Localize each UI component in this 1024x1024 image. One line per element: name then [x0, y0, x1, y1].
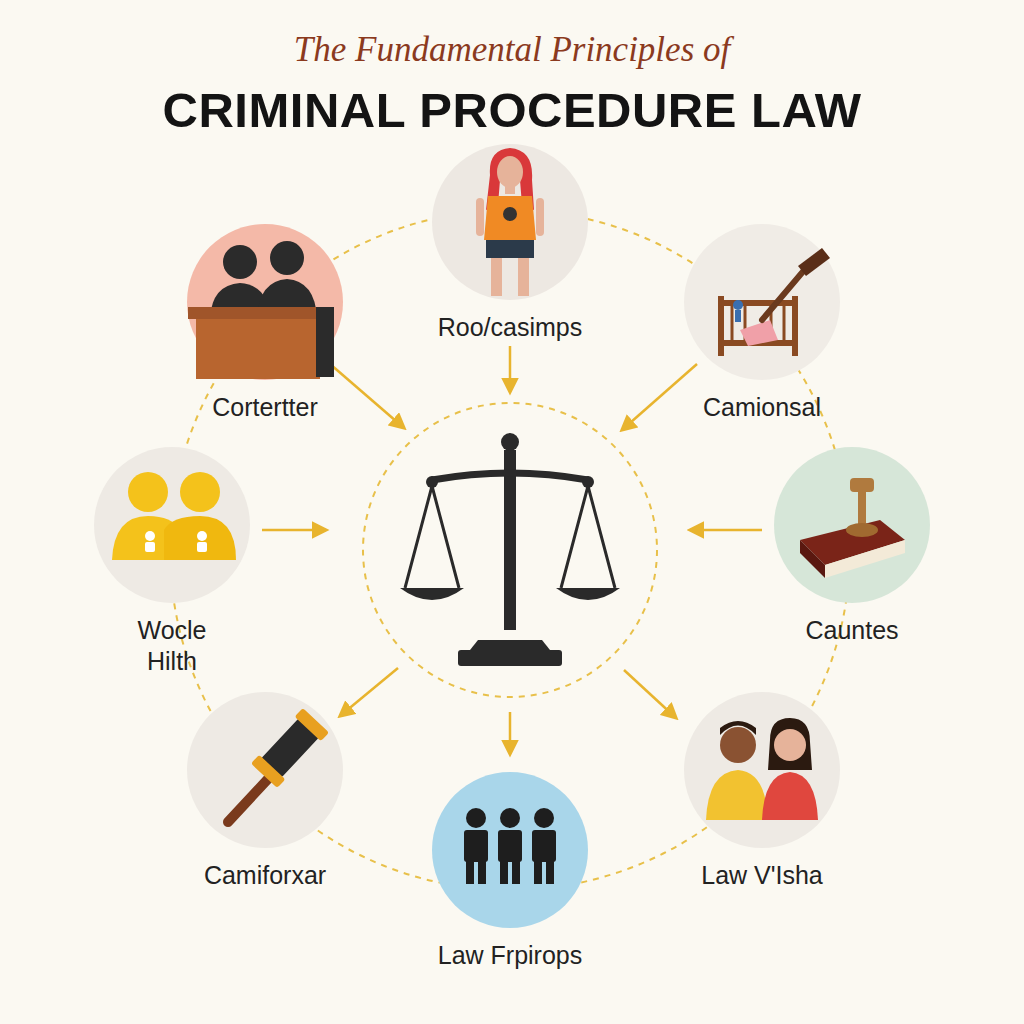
circle-outline	[732, 447, 972, 603]
figures-icon	[464, 808, 556, 884]
label-holder: Law V'Isha	[642, 692, 882, 891]
center-ring	[363, 403, 657, 697]
flow-arrow	[262, 529, 326, 532]
principle-node: Law Frpirops	[390, 772, 630, 971]
principle-circle	[187, 692, 343, 848]
flow-arrow	[340, 668, 398, 716]
flow-arrow	[622, 364, 697, 430]
arrow-group	[262, 346, 762, 754]
principle-node: Camionsal	[642, 224, 882, 423]
book-icon	[800, 478, 905, 578]
principle-label: Roo/casimps	[395, 312, 625, 343]
label-holder: Camiforxar	[145, 692, 385, 891]
subtitle: The Fundamental Principles of	[0, 30, 1024, 70]
circle-outline	[642, 692, 882, 848]
principle-circle	[684, 692, 840, 848]
label-holder: Wocle Hilth	[52, 447, 292, 678]
flow-arrow	[509, 712, 512, 754]
principle-node: Roo/casimps	[390, 144, 630, 343]
circle-outline	[390, 772, 630, 928]
label-holder: Cauntes	[732, 447, 972, 646]
label-holder: Camionsal	[642, 224, 882, 423]
label-holder: Law Frpirops	[390, 772, 630, 971]
flow-arrow	[624, 670, 676, 718]
circle-outline	[145, 224, 385, 380]
circle-outline	[390, 144, 630, 300]
principle-label: Wocle Hilth	[117, 615, 227, 678]
circle-outline	[642, 224, 882, 380]
court-icon	[188, 241, 334, 379]
gavel-icon	[228, 708, 329, 822]
bench-icon	[718, 248, 830, 356]
woman-icon	[476, 148, 544, 296]
principle-label: Camiforxar	[150, 860, 380, 891]
principle-label: Camionsal	[647, 392, 877, 423]
principle-circle	[684, 224, 840, 380]
label-holder: Roo/casimps	[390, 144, 630, 343]
principle-node: Camiforxar	[145, 692, 385, 891]
title: CRIMINAL PROCEDURE LAW	[0, 82, 1024, 138]
principle-node: Wocle Hilth	[52, 447, 292, 678]
principle-node: Cauntes	[732, 447, 972, 646]
label-holder: Cortertter	[145, 224, 385, 423]
scales-icon	[400, 433, 620, 666]
principle-label: Law Frpirops	[395, 940, 625, 971]
principle-circle	[774, 447, 930, 603]
principle-circle	[187, 224, 343, 380]
flow-arrow	[509, 346, 512, 392]
couple-icon	[706, 718, 818, 820]
principle-node: Law V'Isha	[642, 692, 882, 891]
principle-node: Cortertter	[145, 224, 385, 423]
principle-label: Law V'Isha	[647, 860, 877, 891]
principle-circle	[432, 144, 588, 300]
flow-arrow	[690, 529, 762, 532]
people-icon	[112, 472, 236, 560]
circle-outline	[145, 692, 385, 848]
principle-label: Cauntes	[737, 615, 967, 646]
flow-arrow	[330, 364, 404, 428]
principle-circle	[94, 447, 250, 603]
principle-circle	[432, 772, 588, 928]
circle-outline	[52, 447, 292, 603]
principle-label: Cortertter	[150, 392, 380, 423]
